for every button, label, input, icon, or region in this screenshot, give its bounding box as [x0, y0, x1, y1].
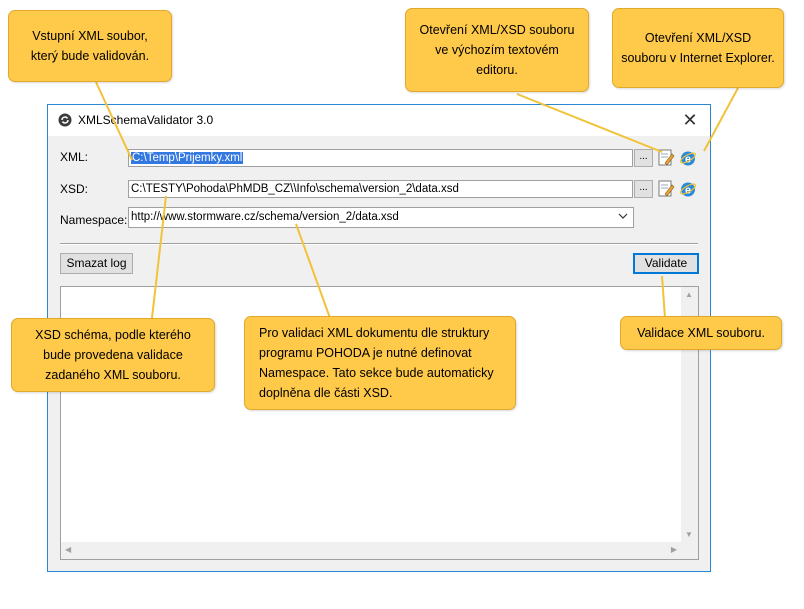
svg-text:e: e [685, 185, 691, 197]
window-title: XMLSchemaValidator 3.0 [78, 113, 214, 127]
xml-path-input[interactable]: C:\Temp\Prijemky.xml [128, 149, 633, 167]
scroll-corner [681, 542, 698, 559]
close-icon[interactable]: ✕ [682, 110, 698, 130]
namespace-combobox[interactable]: http://www.stormware.cz/schema/version_2… [128, 207, 634, 228]
app-icon [58, 113, 72, 127]
xml-edit-document-icon[interactable] [657, 149, 675, 167]
callout-open-editor: Otevření XML/XSD souboru ve výchozím tex… [405, 8, 589, 92]
xsd-browse-button[interactable]: ... [634, 180, 653, 198]
svg-text:e: e [685, 154, 691, 166]
callout-xsd-schema: XSD schéma, podle kterého bude provedena… [11, 318, 215, 392]
validate-button[interactable]: Validate [633, 253, 699, 274]
xsd-internet-explorer-icon[interactable]: e [679, 180, 697, 198]
xsd-label: XSD: [60, 182, 89, 196]
callout-validate: Validace XML souboru. [620, 316, 782, 350]
scroll-left-icon[interactable]: ◀ [65, 545, 72, 554]
separator [60, 243, 698, 245]
title-bar[interactable]: XMLSchemaValidator 3.0 ✕ [48, 105, 710, 136]
callout-input-xml: Vstupní XML soubor, který bude validován… [8, 10, 172, 82]
namespace-value: http://www.stormware.cz/schema/version_2… [131, 211, 399, 223]
xml-label: XML: [60, 150, 89, 164]
xsd-path-value: C:\TESTY\Pohoda\PhMDB_CZ\\Info\schema\ve… [131, 183, 459, 195]
callout-namespace: Pro validaci XML dokumentu dle struktury… [244, 316, 516, 410]
scroll-right-icon[interactable]: ▶ [670, 545, 677, 554]
horizontal-scrollbar[interactable]: ◀ ▶ [61, 542, 681, 559]
xsd-path-input[interactable]: C:\TESTY\Pohoda\PhMDB_CZ\\Info\schema\ve… [128, 180, 633, 198]
xsd-edit-document-icon[interactable] [657, 180, 675, 198]
clear-log-button[interactable]: Smazat log [60, 253, 133, 274]
xml-internet-explorer-icon[interactable]: e [679, 149, 697, 167]
scroll-up-icon[interactable]: ▲ [685, 290, 693, 299]
chevron-down-icon[interactable] [618, 211, 628, 221]
xml-path-value: C:\Temp\Prijemky.xml [131, 152, 244, 164]
scroll-down-icon[interactable]: ▼ [685, 530, 693, 539]
namespace-label: Namespace: [60, 213, 128, 227]
vertical-scrollbar[interactable]: ▲ ▼ [681, 287, 698, 542]
xml-browse-button[interactable]: ... [634, 149, 653, 167]
callout-open-ie: Otevření XML/XSD souboru v Internet Expl… [612, 8, 784, 88]
